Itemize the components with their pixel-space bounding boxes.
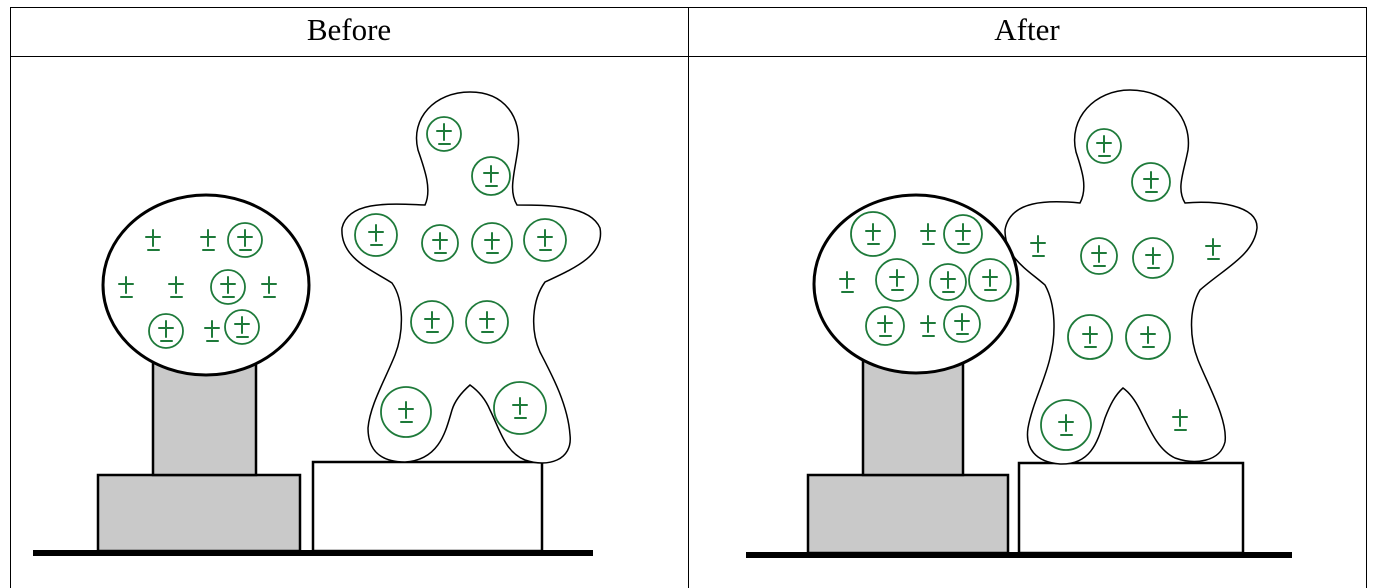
circled-plus-minus-icon xyxy=(875,258,919,302)
insulating-stand xyxy=(311,460,544,553)
circled-plus-minus-icon xyxy=(929,263,967,301)
plus-minus-pair-icon xyxy=(261,276,277,298)
after-panel xyxy=(746,89,1292,558)
plus-minus-pair-icon xyxy=(1205,238,1221,260)
circled-plus-minus-icon xyxy=(224,309,260,345)
gingerbread-figure xyxy=(341,91,602,464)
circled-plus-minus-icon xyxy=(227,222,263,258)
circled-plus-minus-icon xyxy=(943,305,981,343)
gingerbread-figure xyxy=(1004,89,1258,465)
circled-plus-minus-icon xyxy=(968,258,1012,302)
circled-plus-minus-icon xyxy=(210,269,246,305)
generator-column xyxy=(861,353,965,477)
plus-minus-pair-icon xyxy=(168,276,184,298)
plus-minus-pair-icon xyxy=(1030,235,1046,257)
circled-plus-minus-icon xyxy=(471,222,513,264)
charged-sphere xyxy=(101,193,311,377)
plus-minus-pair-icon xyxy=(145,229,161,251)
plus-minus-pair-icon xyxy=(1172,409,1188,431)
circled-plus-minus-icon xyxy=(850,211,896,257)
circled-plus-minus-icon xyxy=(426,116,462,152)
circled-plus-minus-icon xyxy=(380,386,432,438)
after-charges xyxy=(839,128,1221,451)
header-before: Before xyxy=(307,12,391,47)
circled-plus-minus-icon xyxy=(354,213,398,257)
circled-plus-minus-icon xyxy=(1040,399,1092,451)
circled-plus-minus-icon xyxy=(1080,237,1118,275)
header-after: After xyxy=(994,12,1060,47)
plus-minus-pair-icon xyxy=(118,276,134,298)
circled-plus-minus-icon xyxy=(421,224,459,262)
table-grid xyxy=(10,7,1367,588)
plus-minus-pair-icon xyxy=(920,315,936,337)
circled-plus-minus-icon xyxy=(148,313,184,349)
plus-minus-pair-icon xyxy=(204,320,220,342)
circled-plus-minus-icon xyxy=(465,300,509,344)
circled-plus-minus-icon xyxy=(523,218,567,262)
insulating-stand xyxy=(1017,461,1245,555)
plus-minus-pair-icon xyxy=(920,223,936,245)
generator-base xyxy=(806,473,1010,555)
circled-plus-minus-icon xyxy=(1067,314,1113,360)
before-panel xyxy=(33,91,602,556)
circled-plus-minus-icon xyxy=(943,214,983,254)
before-charges xyxy=(118,116,567,438)
plus-minus-pair-icon xyxy=(200,229,216,251)
circled-plus-minus-icon xyxy=(1086,128,1122,164)
plus-minus-pair-icon xyxy=(839,271,855,293)
circled-plus-minus-icon xyxy=(865,306,905,346)
charged-sphere xyxy=(812,193,1020,375)
circled-plus-minus-icon xyxy=(1131,162,1171,202)
circled-plus-minus-icon xyxy=(1125,314,1171,360)
circled-plus-minus-icon xyxy=(1132,237,1174,279)
circled-plus-minus-icon xyxy=(471,156,511,196)
generator-base xyxy=(96,473,302,553)
circled-plus-minus-icon xyxy=(410,300,454,344)
circled-plus-minus-icon xyxy=(493,381,547,435)
